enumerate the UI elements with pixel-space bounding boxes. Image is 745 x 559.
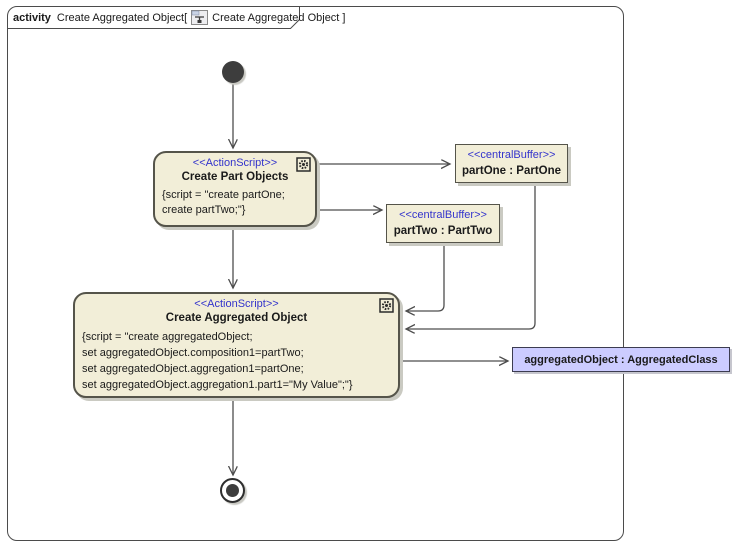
script-line: create partTwo;"} <box>162 204 246 216</box>
initial-node[interactable] <box>222 61 244 83</box>
edge-part-two-to-create-aggregated-object[interactable] <box>406 244 445 311</box>
stereotype-label: <<centralBuffer>> <box>399 209 487 221</box>
frame-keyword: activity <box>13 11 51 24</box>
script-line: set aggregatedObject.composition1=partTw… <box>82 347 304 359</box>
object-node-aggregated-object[interactable]: aggregatedObject : AggregatedClass <box>512 347 730 372</box>
action-create-part-objects[interactable]: <<ActionScript>> Create Part Objects {sc… <box>153 151 317 227</box>
script-line: set aggregatedObject.aggregation1=partOn… <box>82 363 304 375</box>
script-line: {script = "create partOne; <box>162 189 285 201</box>
frame-title-left: Create Aggregated Object[ <box>56 11 188 24</box>
diagram-frame[interactable] <box>7 6 624 541</box>
buffer-name: partOne : PartOne <box>461 165 562 177</box>
script-line: set aggregatedObject.aggregation1.part1=… <box>82 379 353 391</box>
action-name: Create Part Objects <box>181 171 289 183</box>
frame-title-right: Create Aggregated Object ] <box>212 11 346 24</box>
final-node[interactable] <box>220 478 245 503</box>
action-script-text: {script = "create aggregatedObject; set … <box>75 326 398 393</box>
object-node-label: aggregatedObject : AggregatedClass <box>524 354 718 366</box>
action-create-aggregated-object[interactable]: <<ActionScript>> Create Aggregated Objec… <box>73 292 400 398</box>
central-buffer-part-one[interactable]: <<centralBuffer>> partOne : PartOne <box>455 144 568 183</box>
stereotype-label: <<centralBuffer>> <box>467 149 556 161</box>
action-script-text: {script = "create partOne; create partTw… <box>155 185 315 218</box>
frame-title: activity Create Aggregated Object[ Creat… <box>13 9 345 26</box>
script-line: {script = "create aggregatedObject; <box>82 331 253 343</box>
edge-part-one-to-create-aggregated-object[interactable] <box>406 184 536 329</box>
central-buffer-part-two[interactable]: <<centralBuffer>> partTwo : PartTwo <box>386 204 500 243</box>
activity-diagram-icon <box>191 10 209 25</box>
stereotype-label: <<ActionScript>> <box>194 298 279 310</box>
gear-icon <box>296 157 311 177</box>
gear-icon <box>379 298 394 318</box>
action-name: Create Aggregated Object <box>165 312 308 324</box>
final-node-dot <box>226 484 239 497</box>
stereotype-label: <<ActionScript>> <box>192 157 278 169</box>
frame-title-tab <box>8 7 300 29</box>
buffer-name: partTwo : PartTwo <box>393 225 493 237</box>
